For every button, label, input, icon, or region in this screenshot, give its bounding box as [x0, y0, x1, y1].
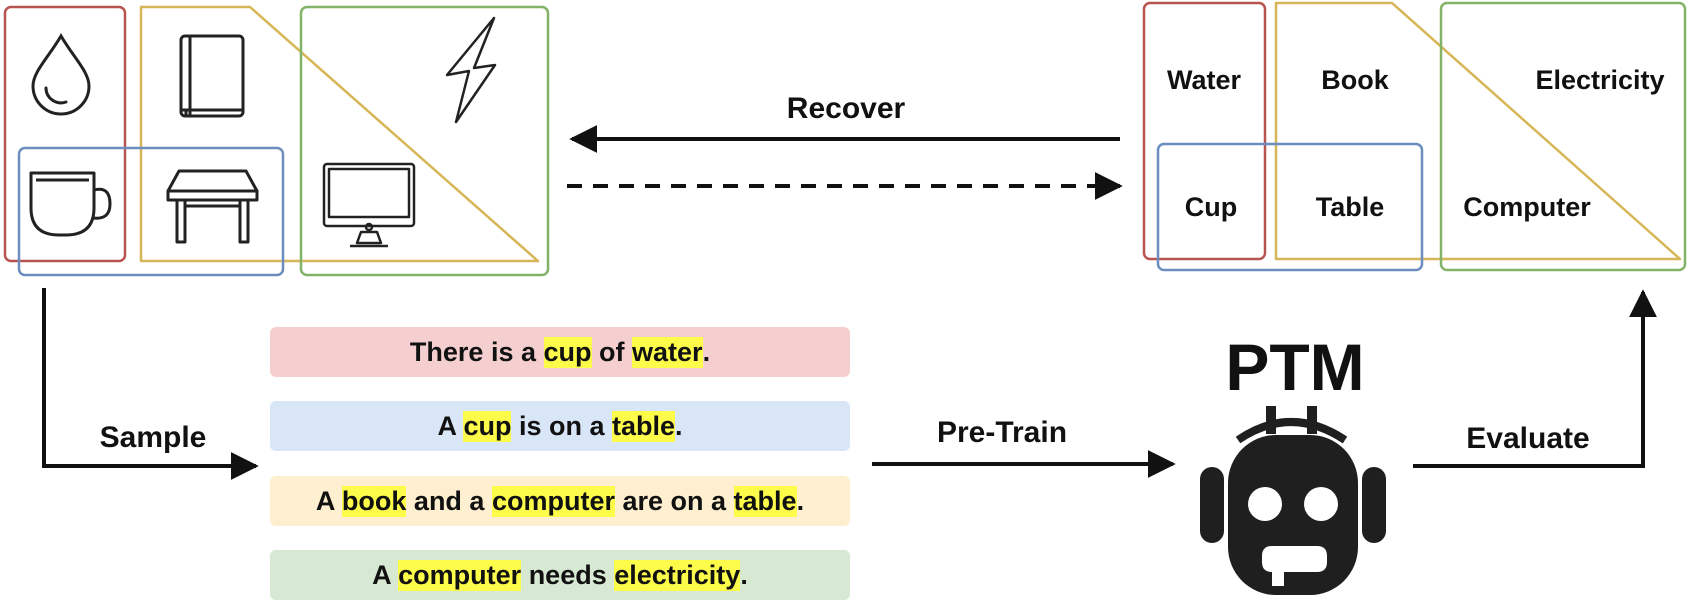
electricity-computer-word-box: [1439, 1, 1687, 272]
highlighted-word: book: [341, 485, 407, 517]
highlighted-word: cup: [543, 336, 592, 368]
cup-table-word-box: [1156, 142, 1424, 272]
sentence-text: A: [437, 410, 464, 441]
highlighted-word: electricity: [614, 559, 741, 591]
water-cup-word-box: [1142, 1, 1267, 261]
highlighted-word: table: [733, 485, 797, 517]
concept-electricity: Electricity: [1535, 65, 1664, 95]
sentence-3: A book and a computer are on a table.: [270, 476, 850, 526]
recover-label: Recover: [787, 92, 906, 125]
book-table-computer-group-box: [139, 5, 540, 263]
sentence-text: A: [315, 485, 342, 516]
cup-icon: [29, 171, 112, 237]
electricity-computer-group-box: [299, 5, 550, 277]
evaluate-arrow: [1413, 289, 1657, 468]
highlighted-word: computer: [491, 485, 615, 517]
book-table-computer-word-box: [1274, 1, 1682, 261]
highlighted-word: cup: [463, 410, 512, 442]
highlighted-word: water: [632, 336, 703, 368]
robot-icon: [1200, 406, 1386, 595]
highlighted-word: table: [612, 410, 676, 442]
concept-cup: Cup: [1185, 192, 1237, 222]
ptm-label: PTM: [1225, 330, 1364, 404]
table-icon: [166, 169, 259, 244]
sentence-1: There is a cup of water.: [270, 327, 850, 377]
sentence-text: .: [740, 559, 748, 590]
sample-arrow: [42, 288, 259, 480]
sentence-text: are on a: [614, 485, 734, 516]
sentence-text: of: [591, 336, 633, 367]
sentence-text: .: [675, 410, 683, 441]
concept-book: Book: [1321, 65, 1389, 95]
highlighted-word: computer: [398, 559, 522, 591]
sentence-4: A computer needs electricity.: [270, 550, 850, 600]
sample-label: Sample: [100, 421, 207, 454]
sentence-text: .: [796, 485, 805, 516]
lightning-icon: [445, 16, 497, 124]
evaluate-label: Evaluate: [1466, 422, 1589, 455]
sentence-text: needs: [521, 559, 615, 590]
sentence-text: .: [702, 336, 711, 367]
sentence-2: A cup is on a table.: [270, 401, 850, 451]
computer-icon: [322, 162, 416, 248]
sentence-text: There is a: [409, 336, 544, 367]
sentence-text: A: [372, 559, 399, 590]
sentence-text: and a: [406, 485, 492, 516]
book-icon: [179, 34, 245, 118]
concept-water: Water: [1167, 65, 1242, 95]
sentence-text: is on a: [511, 410, 612, 441]
water-drop-icon: [31, 33, 91, 116]
concept-computer: Computer: [1463, 192, 1591, 222]
concept-table: Table: [1316, 192, 1385, 222]
pretrain-label: Pre-Train: [937, 416, 1067, 449]
cup-table-group-box: [17, 146, 285, 277]
water-cup-group-box: [3, 5, 127, 263]
